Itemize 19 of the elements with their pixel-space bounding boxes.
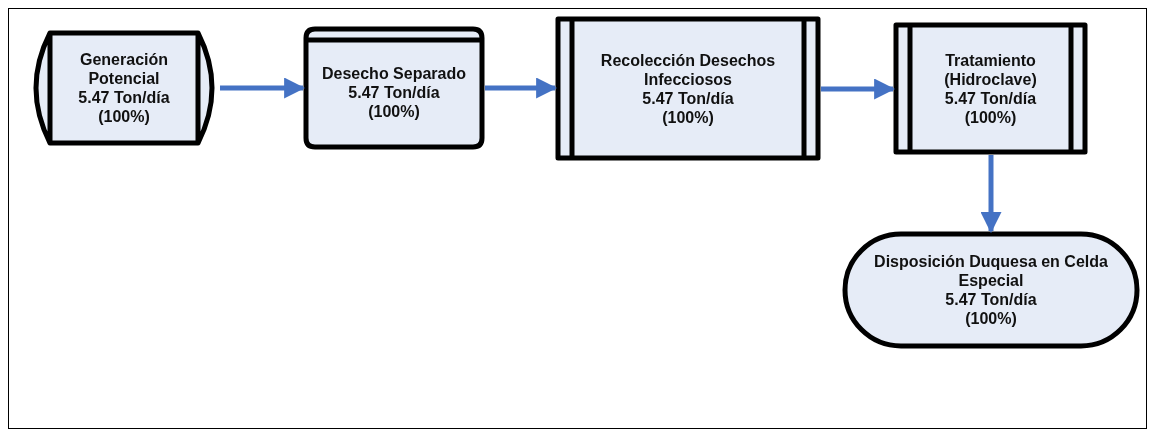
node-title: Tratamiento (Hidroclave) <box>943 50 1038 89</box>
node-value: (100%) <box>965 309 1017 328</box>
arrow <box>821 78 896 100</box>
node-value: 5.47 Ton/día <box>642 88 734 108</box>
node-value: (100%) <box>662 107 714 127</box>
node-value: 5.47 Ton/día <box>944 88 1037 108</box>
node-title: Generación Potencial <box>79 50 169 88</box>
node-title: Desecho Separado <box>321 63 467 83</box>
node-value: 5.47 Ton/día <box>348 82 440 102</box>
node-value: (100%) <box>98 107 150 126</box>
arrow <box>220 77 306 99</box>
node-title: Disposición Duquesa en Celda Especial <box>873 252 1109 290</box>
arrow <box>980 155 1002 234</box>
arrow <box>485 77 558 99</box>
node-value: (100%) <box>964 107 1017 127</box>
node-title: Recolección Desechos Infecciosos <box>599 50 777 89</box>
node-value: 5.47 Ton/día <box>78 88 170 107</box>
node-value: (100%) <box>368 101 420 121</box>
node-value: 5.47 Ton/día <box>945 290 1037 309</box>
